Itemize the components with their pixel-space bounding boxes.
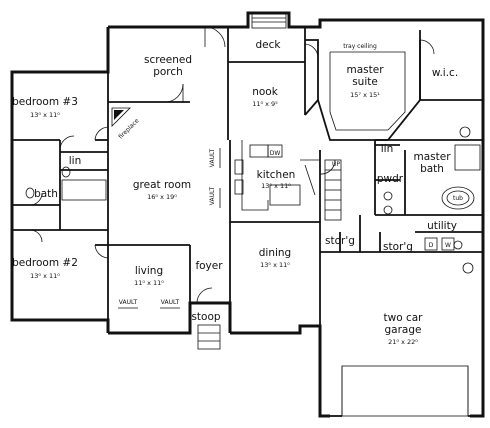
fireplace-label: fireplace <box>117 117 141 141</box>
bedroom3-dim: 13⁰ x 11⁰ <box>30 111 60 119</box>
tub-label: tub <box>453 195 463 202</box>
bedroom2-dim: 13⁰ x 11⁰ <box>30 272 60 280</box>
great-room-dim: 16⁰ x 19⁰ <box>147 193 177 201</box>
dw-label: DW <box>270 150 281 157</box>
doors <box>29 26 435 304</box>
nook-label: nook <box>252 86 279 98</box>
bath-fixtures <box>25 126 481 274</box>
garage-label-line1: two car <box>384 312 424 324</box>
washer-label: W <box>445 242 451 249</box>
vault-left-label: VAULT <box>209 148 216 167</box>
garage-label-line2: garage <box>385 324 422 336</box>
wic-label: w.i.c. <box>432 67 458 79</box>
dining-dim: 13⁰ x 11⁰ <box>260 261 290 269</box>
dining-label: dining <box>259 247 291 259</box>
living-label: living <box>135 265 163 277</box>
stairs <box>197 13 342 350</box>
deck-label: deck <box>256 39 282 51</box>
vault-right-label: VAULT <box>209 186 216 205</box>
foyer-label: foyer <box>195 260 223 272</box>
porch-label-line2: porch <box>153 66 183 78</box>
up-label: UP <box>332 161 340 168</box>
dryer-label: D <box>429 242 434 249</box>
lin-master-label: lin <box>381 143 394 155</box>
master-suite-label-line2: suite <box>352 76 378 88</box>
master-bath-label-line1: master <box>413 151 451 163</box>
bedroom2-label: bedroom #2 <box>12 257 78 269</box>
master-suite-dim: 15⁷ x 15¹ <box>350 91 380 99</box>
living-dim: 11⁰ x 11⁰ <box>134 279 164 287</box>
kitchen-label: kitchen <box>257 169 296 181</box>
garage-dim: 21⁰ x 22⁰ <box>388 338 418 346</box>
vault-arrows <box>118 148 221 309</box>
storage-left-label: stor'g <box>325 235 355 247</box>
tray-ceiling-label: tray ceiling <box>343 43 377 50</box>
exterior-walls <box>10 11 485 418</box>
nook-dim: 11⁰ x 9⁵ <box>252 100 278 108</box>
interior-walls <box>12 27 483 326</box>
great-room-label: great room <box>133 179 191 191</box>
kitchen-fixtures <box>234 140 320 211</box>
vault-living-right-label: VAULT <box>161 299 180 306</box>
bedroom3-label: bedroom #3 <box>12 96 78 108</box>
utility-label: utility <box>427 220 457 232</box>
vault-living-left-label: VAULT <box>119 299 138 306</box>
stoop-label: stoop <box>191 311 220 323</box>
lin-left-label: lin <box>69 155 82 167</box>
master-suite-label-line1: master <box>346 64 384 76</box>
kitchen-dim: 13⁰ x 11⁰ <box>261 182 291 190</box>
storage-right-label: stor'g <box>383 241 413 253</box>
bath-label: bath <box>34 188 58 200</box>
pwdr-label: pwdr <box>377 173 404 185</box>
master-bath-label-line2: bath <box>420 163 444 175</box>
fireplace-symbol <box>111 107 131 127</box>
porch-label-line1: screened <box>144 54 192 66</box>
